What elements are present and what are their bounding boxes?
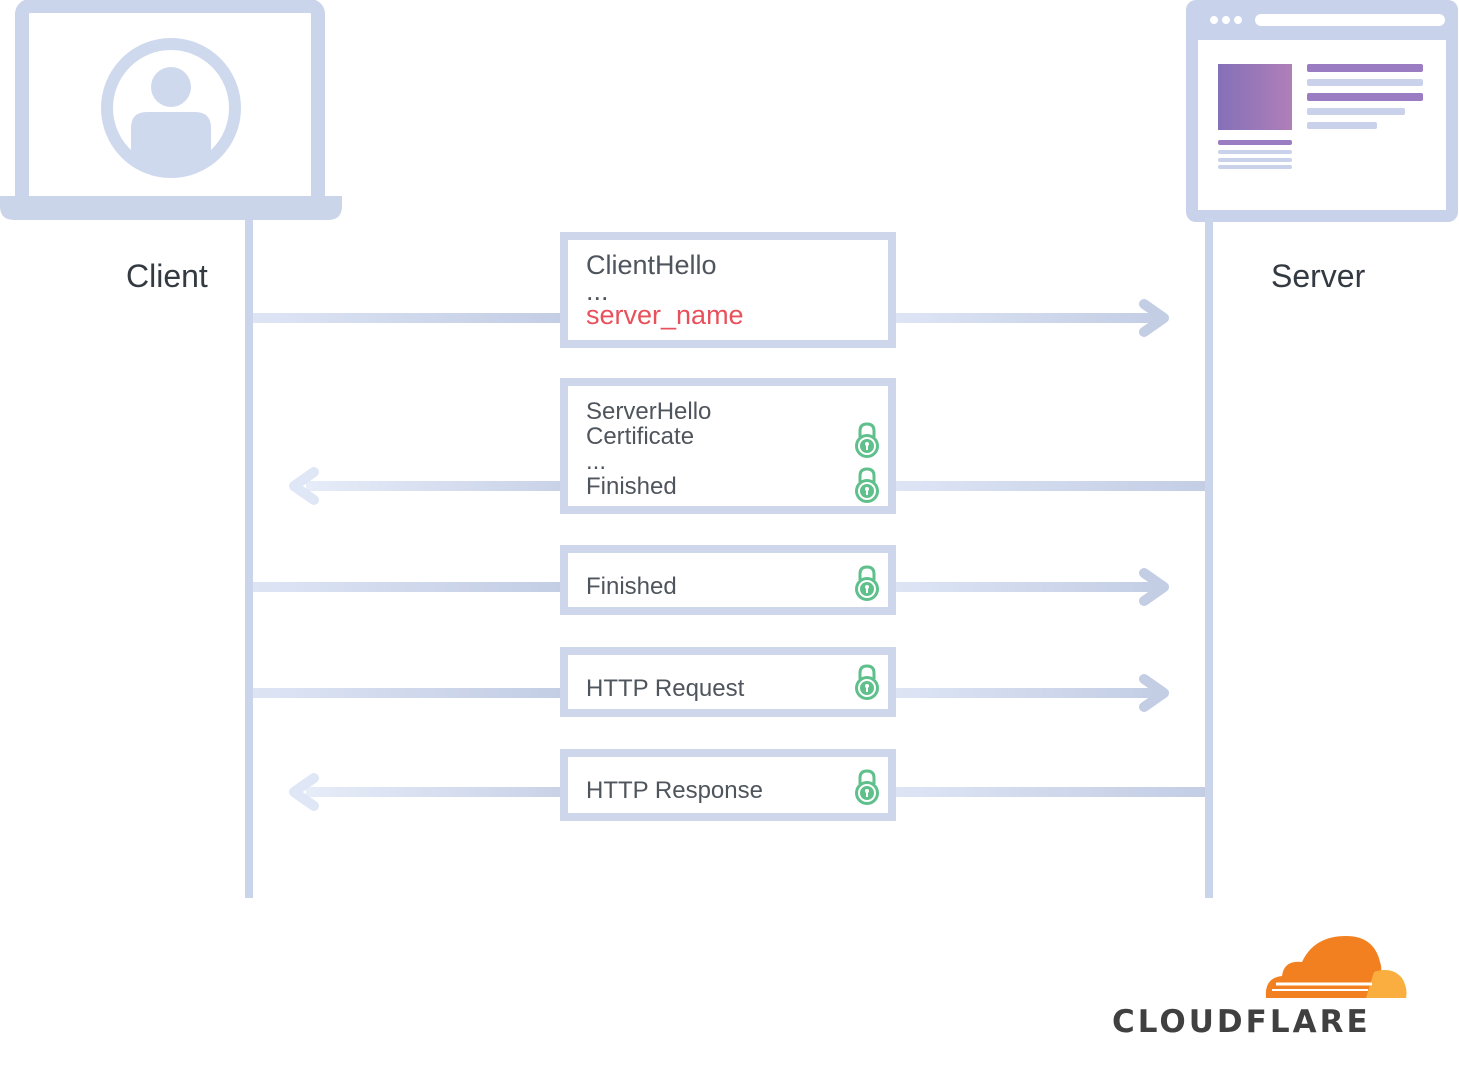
message-line: ... [586, 448, 607, 475]
arrow-shaft [896, 582, 1160, 592]
message-line: HTTP Request [586, 675, 745, 702]
message-line: ServerHello [586, 398, 712, 425]
message-line: HTTP Response [586, 777, 763, 804]
arrow-shaft [253, 313, 560, 323]
arrow-shaft [306, 787, 560, 797]
client-finished-message: Finished [560, 545, 896, 615]
arrow-shaft [306, 481, 560, 491]
arrowhead [289, 773, 319, 811]
lock-icon [855, 565, 879, 601]
message-line: Certificate [586, 423, 695, 450]
user-laptop-icon [0, 0, 342, 220]
lock-icon [855, 422, 879, 458]
browser-window-icon [1186, 0, 1458, 222]
arrow-shaft [896, 481, 1205, 491]
cloudflare-wordmark: CLOUDFLARE [1112, 1004, 1371, 1040]
server-name-extension: server_name [586, 300, 744, 330]
lock-icon [855, 769, 879, 805]
arrow-shaft [253, 582, 560, 592]
message-line: ... [586, 276, 609, 306]
arrowhead [1139, 674, 1169, 712]
client-label: Client [126, 258, 208, 294]
arrowhead [1139, 568, 1169, 606]
lock-icon [855, 664, 879, 700]
arrow-shaft [896, 313, 1160, 323]
arrow-shaft [896, 787, 1205, 797]
cloudflare-logo: CLOUDFLARE [1112, 932, 1422, 1042]
http-request-message: HTTP Request [560, 647, 896, 717]
message-line: Finished [586, 473, 677, 500]
cloudflare-cloud-icon [1265, 936, 1407, 998]
arrowhead [289, 467, 319, 505]
arrow-shaft [896, 688, 1160, 698]
client-hello-message: ClientHello ... server_name [560, 232, 896, 348]
lock-icon [855, 467, 879, 503]
http-response-message: HTTP Response [560, 749, 896, 821]
server-hello-message: ServerHello Certificate ... Finished [560, 378, 896, 514]
arrowhead [1139, 299, 1169, 337]
message-line: Finished [586, 573, 677, 600]
arrow-shaft [253, 688, 560, 698]
server-label: Server [1271, 258, 1366, 294]
message-line: ClientHello [586, 250, 717, 280]
